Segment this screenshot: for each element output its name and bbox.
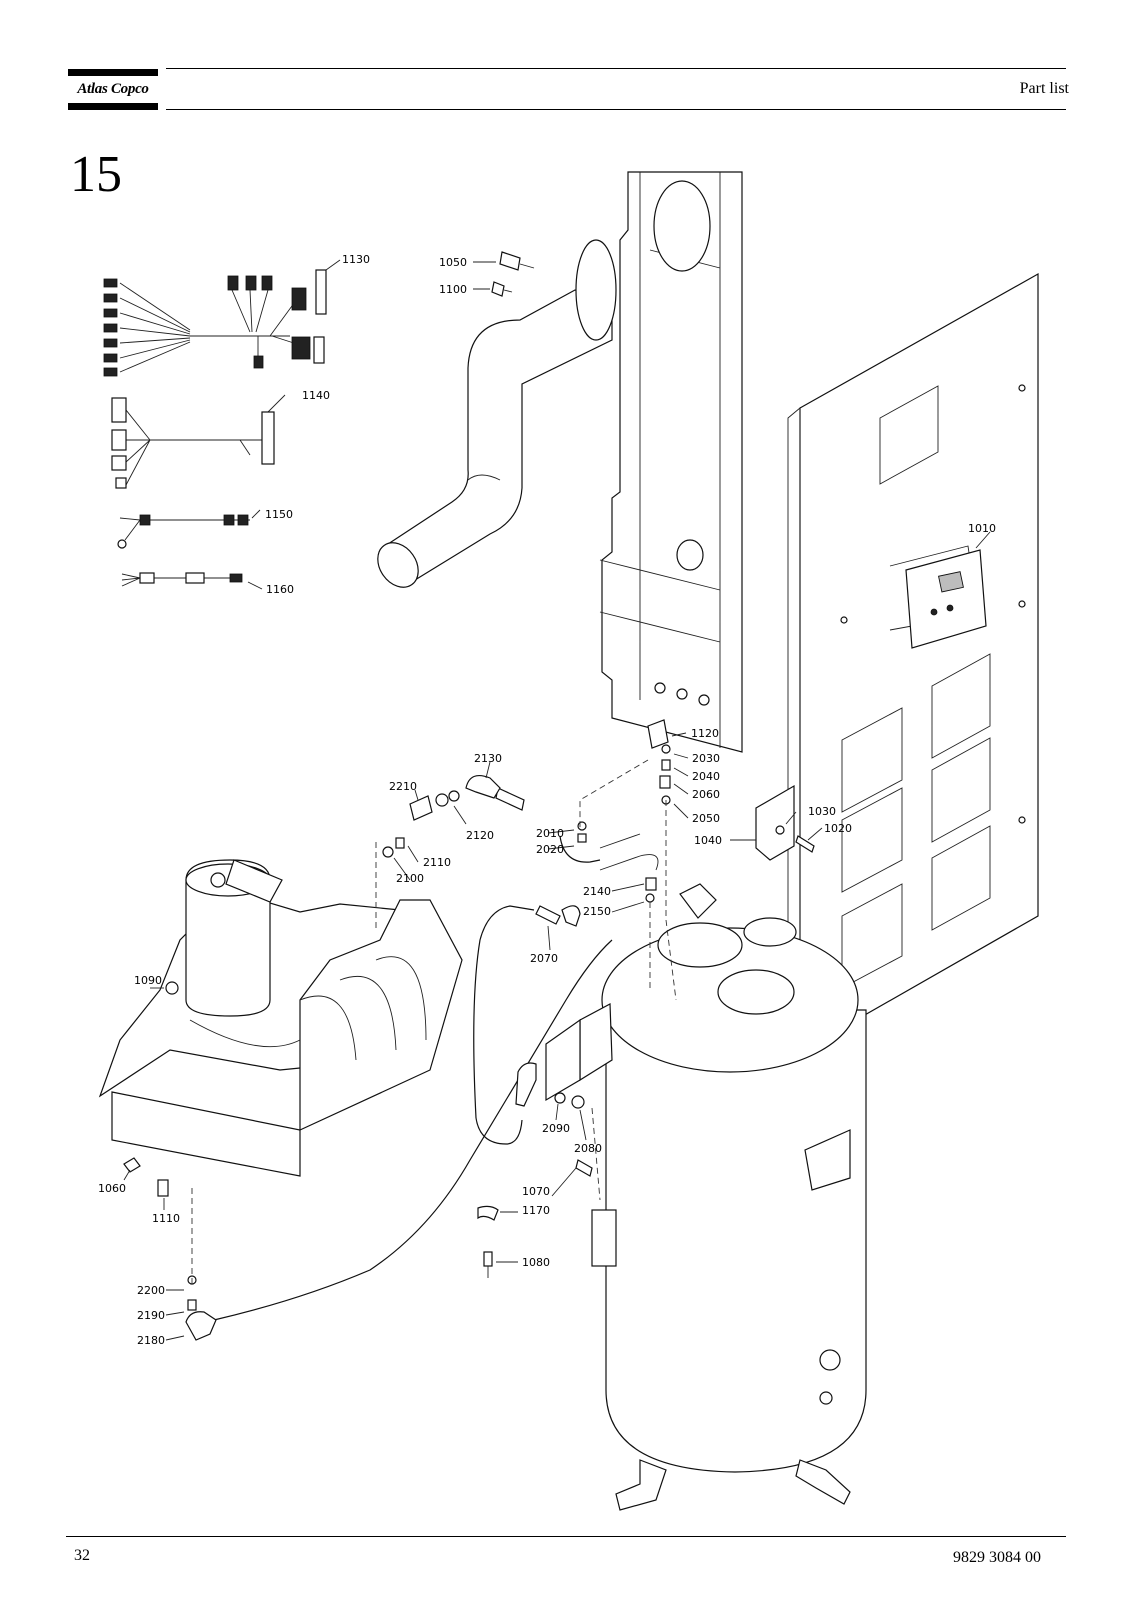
callout-2050: 2050 [692, 812, 720, 825]
callout-1150: 1150 [265, 508, 293, 521]
callout-2120: 2120 [466, 829, 494, 842]
callout-2100: 2100 [396, 872, 424, 885]
canopy-panel [787, 272, 1039, 1061]
callout-2010: 2010 [536, 827, 564, 840]
callout-1010: 1010 [968, 522, 996, 535]
wiring-harness-1130 [103, 259, 341, 377]
logo-wordmark: Atlas Copco [77, 81, 149, 97]
wiring-harness-1140 [111, 394, 286, 489]
footer-rule [66, 1536, 1066, 1537]
callout-2090: 2090 [542, 1122, 570, 1135]
callout-1040: 1040 [694, 834, 722, 847]
callout-2210: 2210 [389, 780, 417, 793]
assembly-lines [191, 759, 677, 1286]
callout-1160: 1160 [266, 583, 294, 596]
frame-column [599, 171, 743, 753]
callout-2060: 2060 [692, 788, 720, 801]
callout-2040: 2040 [692, 770, 720, 783]
callout-1140: 1140 [302, 389, 330, 402]
header-title: Part list [1019, 80, 1069, 97]
logo-bar-top [68, 69, 158, 76]
document-number: 9829 3084 00 [953, 1549, 1041, 1566]
callout-1100: 1100 [439, 283, 467, 296]
callout-1120: 1120 [691, 727, 719, 740]
callout-1030: 1030 [808, 805, 836, 818]
callout-1020: 1020 [824, 822, 852, 835]
bracket-1040 [755, 784, 815, 861]
header-rule-top [166, 68, 1066, 69]
controller-1010 [889, 545, 987, 649]
callout-1060: 1060 [98, 1182, 126, 1195]
receiver-tank [545, 883, 867, 1511]
cable-1160 [121, 572, 243, 587]
callout-2070: 2070 [530, 952, 558, 965]
compressor-element [98, 859, 463, 1177]
callout-2140: 2140 [583, 885, 611, 898]
leader-lines [123, 261, 991, 1341]
callout-2180: 2180 [137, 1334, 165, 1347]
cable-1150 [117, 509, 261, 549]
callout-2030: 2030 [692, 752, 720, 765]
callout-1170: 1170 [522, 1204, 550, 1217]
callout-2190: 2190 [137, 1309, 165, 1322]
section-number: 15 [70, 146, 122, 203]
callout-labels: 1130 1140 1150 1160 1050 1100 1010 1120 … [98, 253, 996, 1347]
page-number: 32 [74, 1547, 90, 1564]
logo-bar-bottom [68, 103, 158, 110]
header-rule-bottom [166, 109, 1066, 110]
callout-2080: 2080 [574, 1142, 602, 1155]
callout-1130: 1130 [342, 253, 370, 266]
callout-1050: 1050 [439, 256, 467, 269]
callout-1090: 1090 [134, 974, 162, 987]
callout-1110: 1110 [152, 1212, 180, 1225]
callout-2110: 2110 [423, 856, 451, 869]
atlas-copco-logo: Atlas Copco [68, 69, 158, 110]
intake-pipe [377, 239, 617, 588]
callout-2200: 2200 [137, 1284, 165, 1297]
callout-2130: 2130 [474, 752, 502, 765]
callout-2150: 2150 [583, 905, 611, 918]
callout-2020: 2020 [536, 843, 564, 856]
hoses [185, 775, 659, 1341]
callout-1080: 1080 [522, 1256, 550, 1269]
fittings [123, 251, 671, 1311]
callout-1070: 1070 [522, 1185, 550, 1198]
